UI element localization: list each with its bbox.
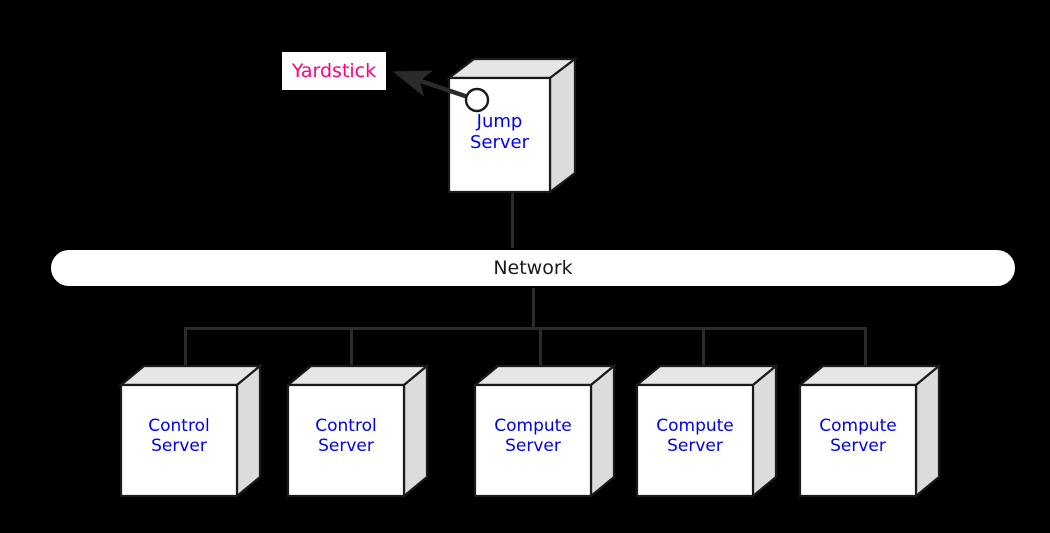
control-server-1-cube-shape xyxy=(117,363,264,499)
connector-network-to-bus xyxy=(532,287,535,330)
bus-drop-compute-server-2 xyxy=(702,327,705,373)
distribution-bus xyxy=(184,327,867,330)
jump-server-cube-shape xyxy=(445,56,579,195)
compute-server-3-cube-shape xyxy=(796,363,943,499)
yardstick-box[interactable]: Yardstick xyxy=(280,50,388,92)
network-label: Network xyxy=(493,257,573,279)
control-server-2-cube-shape xyxy=(284,363,431,499)
bus-drop-compute-server-3 xyxy=(864,327,867,373)
network-bar[interactable]: Network xyxy=(49,248,1017,288)
connector-jump-to-network xyxy=(511,192,514,250)
bus-drop-control-server-2 xyxy=(350,327,353,373)
compute-server-2-cube-shape xyxy=(633,363,780,499)
yardstick-label: Yardstick xyxy=(291,60,377,82)
bus-drop-control-server-1 xyxy=(184,327,187,373)
compute-server-1-cube-shape xyxy=(471,363,618,499)
bus-drop-compute-server-1 xyxy=(539,327,542,373)
